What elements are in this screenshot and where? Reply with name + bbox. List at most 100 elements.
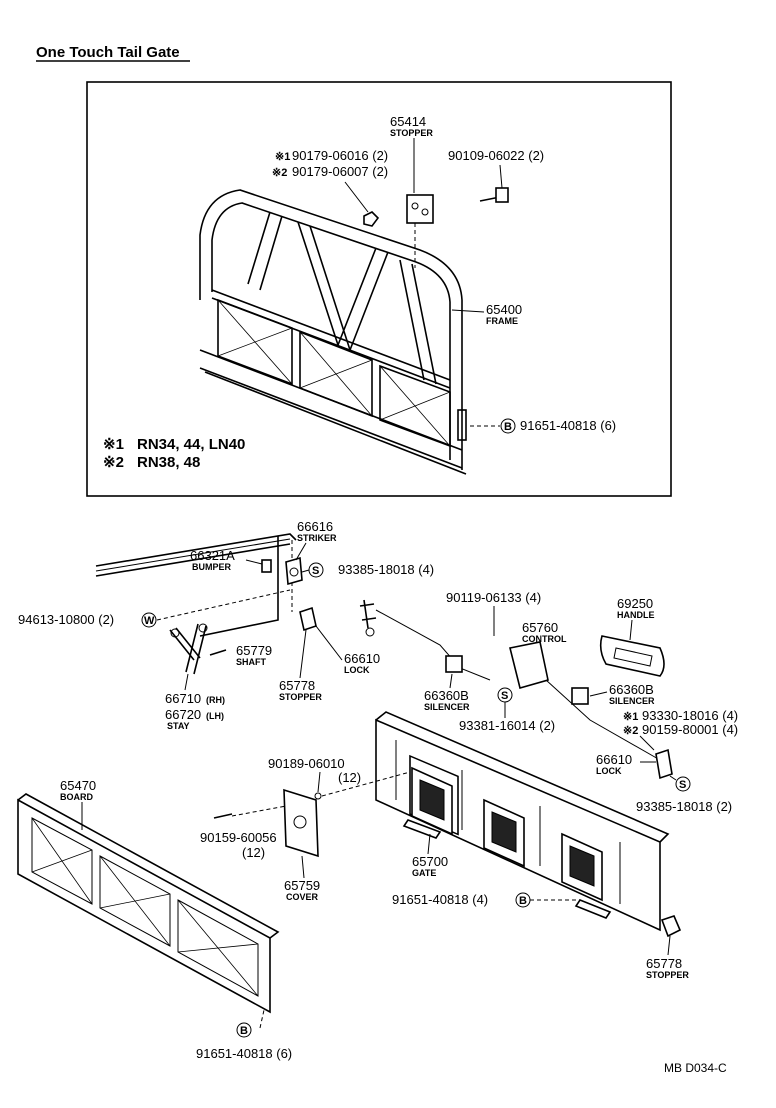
label-90179b-number: 90179-06007 (2) [292,164,388,179]
leader-66360b [589,691,608,697]
leader-66610a [315,625,343,661]
symbol-b-circle-3 [236,1022,252,1038]
label-90159b-mark: ※2 [623,725,638,737]
stay-66710-drawing [169,623,208,675]
label-91651c-number: 91651-40818 (6) [196,1046,292,1061]
label-90159a-qty: (12) [242,845,265,860]
label-66616-number: 66616 [297,519,333,534]
label-66710-number: 66710 [165,691,201,706]
label-69250-name: HANDLE [617,610,655,620]
label-65760-name: CONTROL [522,634,567,644]
label-65700-name: GATE [412,868,436,878]
lock-66610-left-drawing [299,606,317,632]
label-93381-symbol: S [501,690,508,702]
label-65414-name: STOPPER [390,128,433,138]
label-91651a-number: 91651-40818 (6) [520,418,616,433]
diagram-title: One Touch Tail Gate [36,44,180,61]
label-94613-symbol: W [144,615,155,627]
label-90179a-number: 90179-06016 (2) [292,148,388,163]
leader-66710 [184,673,189,691]
label-91651b-symbol: B [519,895,527,907]
bumper-66321a-drawing [261,559,272,573]
handle-69250-drawing [599,635,665,677]
label-93385b-number: 93385-18018 (2) [636,799,732,814]
leader-91651c [259,1009,265,1029]
leader-66321a [245,559,263,565]
frame-65400-drawing [199,189,467,475]
note-1-text: RN34, 44, LN40 [137,436,245,453]
label-65779-name: SHAFT [236,657,266,667]
label-66710-suffix: (RH) [206,695,225,705]
label-66610b-number: 66610 [596,752,632,767]
leader-69250 [629,619,633,641]
label-94613-number: 94613-10800 (2) [18,612,114,627]
label-66321a-name: BUMPER [192,562,232,572]
frame-section-box [86,81,672,497]
label-65778a-number: 65778 [279,678,315,693]
label-66610a-number: 66610 [344,651,380,666]
label-65414-number: 65414 [390,114,426,129]
dash-cover-to-gate [321,771,411,797]
leader-93330 [639,735,655,751]
symbol-b-circle [500,418,516,434]
leader-90179 [344,181,369,213]
cover-65759-drawing [283,788,319,858]
label-66720-suffix: (LH) [206,711,224,721]
leader-66360a [449,673,453,689]
label-66610a-name: LOCK [344,665,370,675]
screw-90159-drawing [213,813,233,819]
leader-65700 [427,833,431,855]
symbol-s-circle-3 [675,776,691,792]
symbol-w-circle [141,612,157,628]
label-93381-number: 93381-16014 (2) [459,718,555,733]
nut-90179-drawing [363,211,380,227]
label-93385a-number: 93385-18018 (4) [338,562,434,577]
label-66360a-number: 66360B [424,688,469,703]
label-93330-number: 93330-18016 (4) [642,708,738,723]
leader-90109 [499,164,503,189]
label-90189-number: 90189-06010 [268,756,345,771]
leader-93385a [301,569,310,573]
striker-66616-drawing [285,556,303,586]
label-91651c-symbol: B [240,1025,248,1037]
label-65470-name: BOARD [60,792,93,802]
stopper-65414-drawing [406,194,434,268]
label-66720-name: STAY [167,721,190,731]
label-90179a-mark: ※1 [275,151,290,163]
label-65778b-name: STOPPER [646,970,689,980]
label-65470-number: 65470 [60,778,96,793]
label-66616-name: STRIKER [297,533,337,543]
label-65778a-name: STOPPER [279,692,322,702]
label-90189-qty: (12) [338,770,361,785]
leader-90159a [231,805,287,817]
silencer-66360b-right-drawing [571,687,589,705]
bed-rail-drawing [95,533,297,637]
board-65470-drawing [17,793,280,1014]
silencer-66360b-left-drawing [445,655,463,673]
note-1-mark: ※1 [103,436,124,453]
leader-65400 [451,309,485,313]
label-65759-number: 65759 [284,878,320,893]
control-cable-drawing [359,599,661,761]
label-66360b-number: 66360B [609,682,654,697]
label-65759-name: COVER [286,892,319,902]
label-93385a-symbol: S [312,565,319,577]
label-65700-number: 65700 [412,854,448,869]
leader-93385b [669,775,677,781]
note-2-mark: ※2 [103,454,124,471]
leader-66616 [295,542,307,561]
label-91651b-number: 91651-40818 (4) [392,892,488,907]
label-65779-number: 65779 [236,643,272,658]
label-66321a-number: 66321A [190,548,235,563]
label-93330-mark: ※1 [623,711,638,723]
label-66610b-name: LOCK [596,766,622,776]
label-90179b-mark: ※2 [272,167,287,179]
label-69250-number: 69250 [617,596,653,611]
bolt-90109-drawing [479,187,509,203]
leader-65778b [667,935,671,956]
diagram-reference-code: MB D034-C [664,1061,727,1075]
label-91651a-symbol: B [504,421,512,433]
lock-66610-right-drawing [655,748,673,780]
label-90119-number: 90119-06133 (4) [446,590,541,605]
